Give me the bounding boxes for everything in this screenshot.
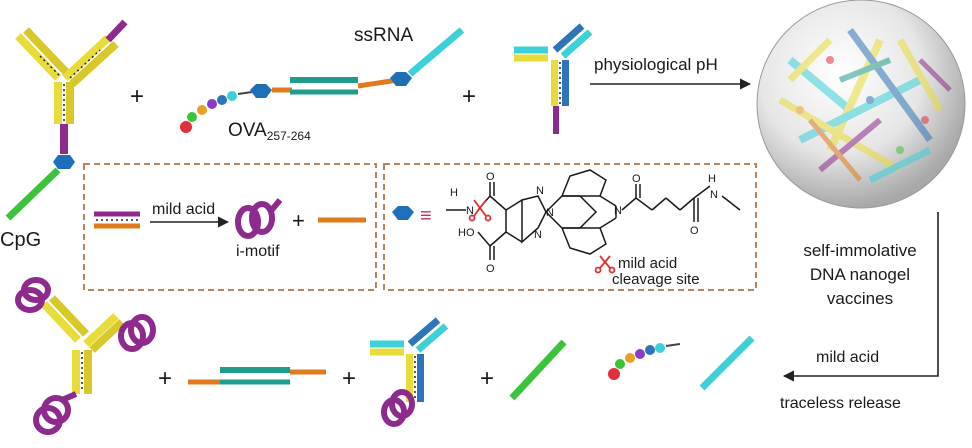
y-dna-blue-product [370,317,449,427]
imotif-label: i-motif [236,243,280,260]
mild-acid-bottom-label: mild acid [816,349,879,366]
ova-label: OVA257-264 [228,120,311,143]
equivalent-sign: ≡ [420,205,432,227]
chem-o-amide: O [632,173,641,185]
linker-octagon-1 [250,84,272,98]
scissors-legend-icon [594,255,616,274]
chem-o-bottom-left: O [486,263,495,275]
mild-acid-box-label: mild acid [152,201,215,218]
dna-nanogel-sphere [756,0,966,209]
nanogel-label-line3: vaccines [827,289,893,308]
linker-octagon-2 [390,72,412,86]
plus-sign-box: + [292,208,305,233]
release-arrow [782,212,939,382]
chem-h-top-left: H [450,187,458,199]
chem-n-triazole-2: N [546,207,554,219]
plus-sign-bottom-2: + [342,365,356,392]
chemical-structure [446,169,741,260]
cleavage-label-line1: mild acid [618,255,677,272]
chem-h-right: H [708,173,716,185]
imotif-duplex [94,211,140,229]
y-dna-blue-structure [514,23,593,134]
released-cpg-strand [509,339,567,401]
imotif-coil [235,198,283,239]
ova-rna-duplex [272,77,399,95]
nanogel-label-line2: DNA nanogel [810,265,910,284]
scissors-icon [468,199,492,222]
bottom-duplex [188,367,326,385]
plus-sign-bottom-3: + [480,365,494,392]
chem-o-top-left: O [486,171,495,183]
chem-n-right: N [710,189,718,201]
chem-o-right: O [690,225,699,237]
imotif-dashed-box [83,163,377,291]
chem-n-top-left: N [466,205,474,217]
plus-sign-bottom-1: + [158,365,172,392]
ssrna-label: ssRNA [354,25,413,46]
plus-sign-1: + [130,83,144,110]
y-dna-imotif-product [15,277,156,435]
cpg-label: CpG [0,229,41,251]
chem-ho-left: HO [458,227,475,239]
chem-n-triazole-3: N [534,229,542,241]
chem-n-ring: N [614,205,622,217]
traceless-release-label: traceless release [780,395,901,412]
linker-octagon-legend [392,206,414,220]
released-ssrna-strand [699,335,755,391]
released-ova-peptide [608,343,681,380]
linker-structure-box [383,163,757,291]
nanogel-label-line1: self-immolative [803,241,916,260]
plus-sign-2: + [462,83,476,110]
ova-peptide [180,91,253,133]
cleavage-label-line2: cleavage site [612,271,700,288]
ssrna-strand [407,27,465,77]
y-dna-cpg-structure [5,19,128,221]
chem-n-triazole-1: N [536,185,544,197]
physiological-ph-label: physiological pH [594,55,718,74]
